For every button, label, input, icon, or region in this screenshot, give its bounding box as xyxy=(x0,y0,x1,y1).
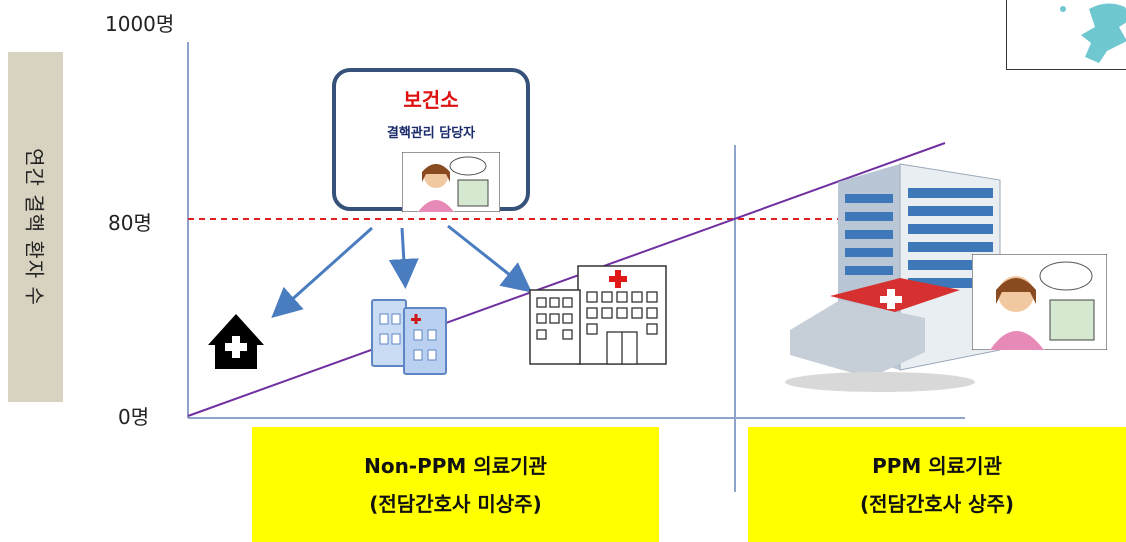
medium-hospital-icon xyxy=(529,265,667,365)
large-hospital-icon xyxy=(785,163,1001,392)
y-tick-80: 80명 xyxy=(108,211,152,235)
y-tick-0: 0명 xyxy=(118,405,150,429)
health-center-subtitle: 결핵관리 담당자 xyxy=(386,126,476,141)
health-center-title: 보건소 xyxy=(403,88,459,112)
arrow-to-home-clinic xyxy=(271,226,373,318)
small-hospital-icon xyxy=(371,299,447,375)
y-axis-title-box: 연간 결핵 환자 수 xyxy=(8,52,63,402)
non-ppm-sublabel: (전담간호사 미상주) xyxy=(369,491,542,516)
ppm-sublabel: (전담간호사 상주) xyxy=(859,491,1015,516)
home-clinic-icon xyxy=(208,314,264,369)
arrow-to-medium-hospital xyxy=(447,224,533,293)
nurse-phone-icon-ppm xyxy=(972,254,1107,350)
map-fragment-icon xyxy=(1060,3,1126,63)
trend-line xyxy=(187,142,946,417)
y-tick-1000: 1000명 xyxy=(105,12,175,36)
ppm-category-box: PPM 의료기관 (전담간호사 상주) xyxy=(748,427,1126,542)
health-center-callout: 보건소 결핵관리 담당자 xyxy=(332,68,530,212)
non-ppm-label: Non-PPM 의료기관 xyxy=(364,453,547,478)
ppm-label: PPM 의료기관 xyxy=(872,453,1002,478)
non-ppm-category-box: Non-PPM 의료기관 (전담간호사 미상주) xyxy=(252,427,659,542)
nurse-phone-icon xyxy=(402,152,500,212)
arrow-to-small-hospital xyxy=(388,227,419,289)
map-fragment xyxy=(1006,0,1126,70)
